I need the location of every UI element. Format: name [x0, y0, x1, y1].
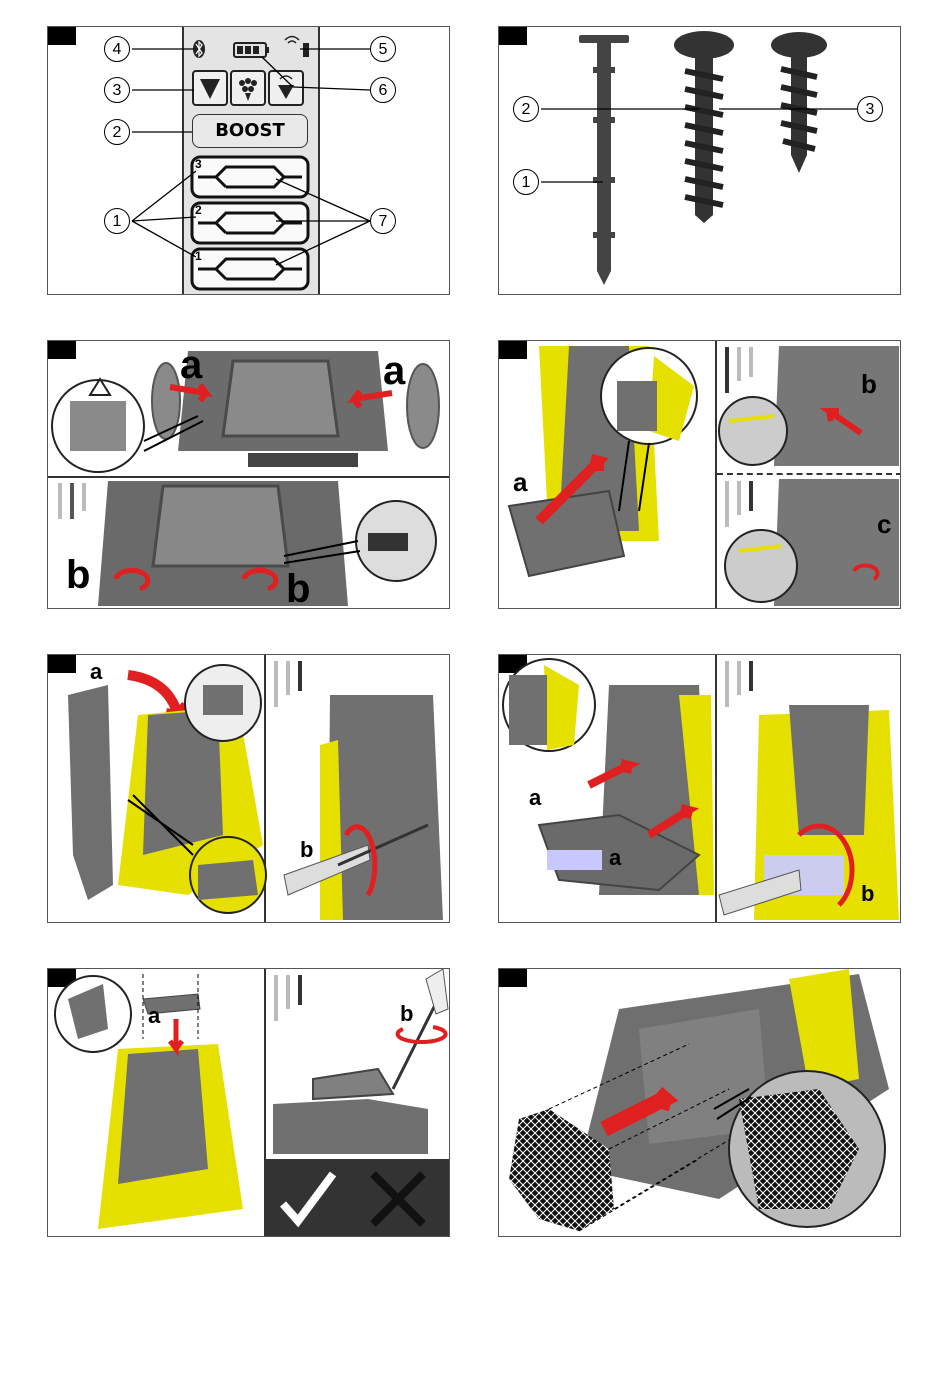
hand	[426, 969, 448, 1014]
figure-screws: 2 3 1	[498, 26, 901, 295]
screw-set-icon	[274, 661, 302, 707]
step-label-a: a	[90, 661, 102, 683]
zoom-detail	[725, 530, 797, 602]
figure-front-plate: a a b	[498, 654, 901, 923]
control-panel-drawing	[48, 27, 450, 295]
step-label-a: a	[148, 1005, 160, 1027]
level-number-1: 1	[195, 250, 202, 262]
handle-part	[313, 1069, 393, 1099]
step-label-a: a	[513, 469, 527, 495]
figure-hose-holder: a b	[47, 654, 450, 923]
figure-wheel-mounting: a a b b	[47, 340, 450, 609]
hose-holder-drawing	[48, 655, 450, 923]
base-part	[509, 491, 624, 576]
step-label-c: c	[877, 511, 891, 537]
level-number-2: 2	[195, 204, 202, 216]
callout-3: 3	[104, 77, 130, 103]
screw-set-icon	[725, 347, 753, 393]
pressure-level-buttons	[192, 157, 308, 289]
wheel-right	[407, 364, 439, 448]
plastic-pin	[579, 35, 629, 285]
step-label-b: b	[286, 569, 310, 609]
zoom-detail	[719, 397, 787, 465]
handle-drawing	[48, 969, 450, 1237]
boost-button: BOOST	[192, 114, 308, 148]
brand-plate	[547, 850, 602, 870]
step-label-a: a	[609, 847, 621, 869]
holder-part	[68, 685, 113, 900]
callout-6: 6	[370, 77, 396, 103]
screws-drawing	[499, 27, 901, 295]
callout-4: 4	[104, 36, 130, 62]
callout-2: 2	[104, 119, 130, 145]
callout-1: 1	[104, 208, 130, 234]
step-label-b: b	[300, 839, 313, 861]
callout-2: 2	[513, 96, 539, 122]
base-mounting-drawing	[499, 341, 901, 609]
callout-3: 3	[857, 96, 883, 122]
long-screw	[674, 31, 734, 223]
step-label-b: b	[861, 883, 874, 905]
step-label-a: a	[383, 351, 405, 391]
short-screw	[771, 32, 827, 173]
signal-icon	[285, 37, 309, 58]
screw-set-icon	[725, 481, 753, 527]
machine-detail-top	[774, 346, 899, 466]
callout-1: 1	[513, 169, 539, 195]
screw-set-icon	[725, 661, 753, 707]
incorrect-example	[358, 1161, 450, 1237]
figure-base-mounting: a b c	[498, 340, 901, 609]
bluetooth-icon	[193, 40, 205, 58]
figure-filter-grid	[498, 968, 901, 1237]
machine-detail-bottom	[774, 479, 899, 606]
figure-control-panel: 4 5 3 6 2 1 7 BOOST 3 2 1	[47, 26, 450, 295]
step-label-b: b	[861, 371, 877, 397]
wheel-left	[152, 363, 180, 439]
machine-front	[328, 695, 443, 920]
arrow-a	[128, 675, 186, 715]
step-label-b: b	[400, 1003, 413, 1025]
step-label-b: b	[66, 555, 90, 595]
step-label-a: a	[180, 345, 202, 385]
filter-grid-drawing	[499, 969, 901, 1237]
arrow-a	[170, 1019, 182, 1049]
figure-handle: a b	[47, 968, 450, 1237]
step-label-a: a	[529, 787, 541, 809]
callout-5: 5	[370, 36, 396, 62]
battery-icon	[234, 43, 269, 57]
front-plate-drawing	[499, 655, 901, 923]
callout-7: 7	[370, 208, 396, 234]
screw-set-icon	[274, 975, 302, 1021]
screw-set-icon	[58, 483, 86, 519]
machine-top	[273, 1099, 428, 1154]
level-number-3: 3	[195, 158, 202, 170]
